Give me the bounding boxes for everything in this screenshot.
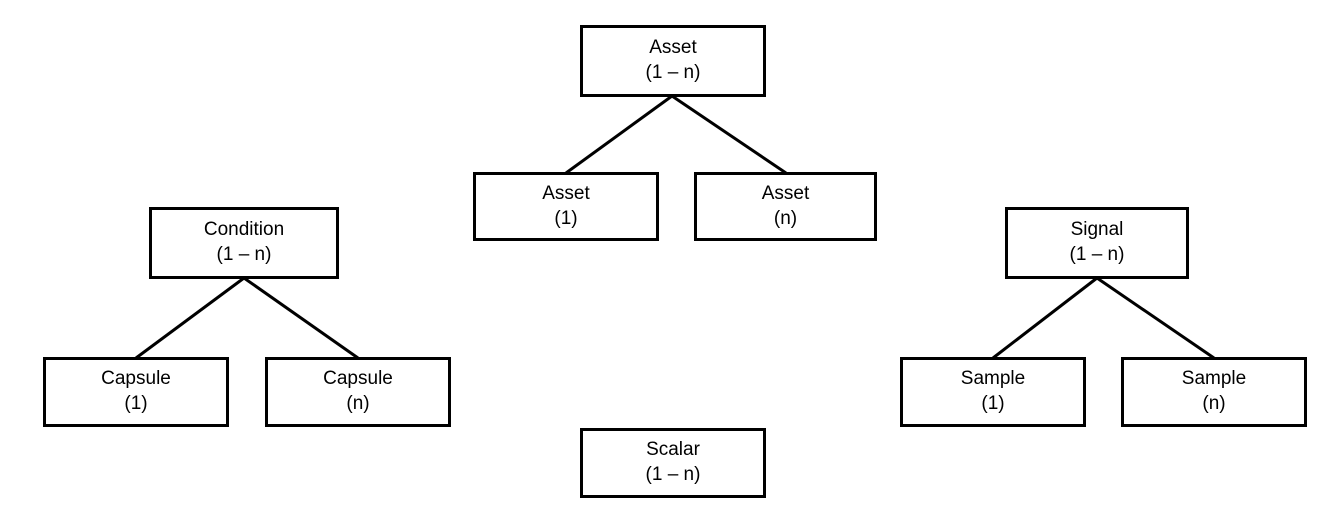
node-cardinality: (1 – n): [1069, 244, 1125, 265]
node-capsule-child-n[interactable]: Capsule (n): [265, 357, 451, 427]
node-cardinality: (1 – n): [645, 464, 701, 485]
node-cardinality: (n): [1202, 393, 1226, 414]
connector-asset-root-to-asset-1: [565, 94, 673, 175]
node-scalar-root[interactable]: Scalar (1 – n): [580, 428, 766, 498]
node-title: Sample: [1181, 368, 1247, 390]
node-title: Sample: [960, 368, 1026, 390]
node-sample-child-n[interactable]: Sample (n): [1121, 357, 1307, 427]
node-title: Capsule: [323, 368, 393, 390]
node-cardinality: (n): [773, 207, 798, 229]
node-title: Condition: [203, 219, 285, 241]
connector-signal-root-to-sample-1: [992, 276, 1098, 360]
node-cardinality: (1): [124, 393, 148, 414]
node-cardinality: (1 – n): [645, 62, 701, 83]
node-cardinality: (1): [554, 207, 578, 229]
node-cardinality: (1 – n): [216, 244, 272, 265]
node-sample-child-1[interactable]: Sample (1): [900, 357, 1086, 427]
node-cardinality: (n): [346, 393, 370, 414]
node-asset-child-n[interactable]: Asset (n): [694, 172, 877, 241]
connector-condition-root-to-capsule-1: [135, 276, 245, 360]
node-title: Asset: [542, 182, 590, 204]
node-title: Capsule: [101, 368, 171, 390]
node-asset-root[interactable]: Asset (1 – n): [580, 25, 766, 97]
node-title: Signal: [1070, 219, 1124, 241]
node-capsule-child-1[interactable]: Capsule (1): [43, 357, 229, 427]
node-condition-root[interactable]: Condition (1 – n): [149, 207, 339, 279]
connector-asset-root-to-asset-n: [671, 94, 787, 175]
node-cardinality: (1): [981, 393, 1005, 414]
node-asset-child-1[interactable]: Asset (1): [473, 172, 659, 241]
node-title: Scalar: [646, 439, 700, 461]
connector-condition-root-to-capsule-n: [243, 276, 359, 360]
node-title: Asset: [649, 37, 697, 59]
connector-signal-root-to-sample-n: [1096, 276, 1215, 360]
node-signal-root[interactable]: Signal (1 – n): [1005, 207, 1189, 279]
node-title: Asset: [761, 182, 810, 204]
